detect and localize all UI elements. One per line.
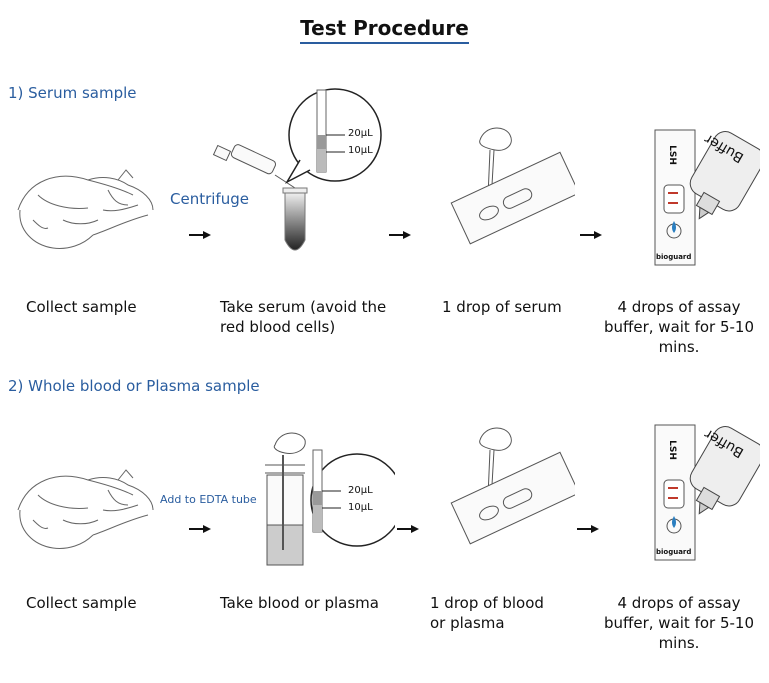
caption-drop-blood: 1 drop of blood or plasma bbox=[430, 594, 544, 632]
caption-drop-serum: 1 drop of serum bbox=[442, 298, 562, 316]
device-label-2: LSH bbox=[666, 440, 677, 460]
dog-collect-illustration bbox=[17, 469, 154, 549]
brand-label-2: bioguard bbox=[656, 548, 692, 556]
caption-collect-sample: Collect sample bbox=[26, 298, 137, 316]
centrifuge-tube-illustration bbox=[212, 88, 382, 251]
volume-20-label-2: 20μL bbox=[348, 485, 373, 496]
brand-label: bioguard bbox=[656, 253, 692, 261]
volume-10-label-2: 10μL bbox=[348, 502, 373, 513]
page-title: Test Procedure bbox=[0, 16, 769, 44]
arrow-icon bbox=[189, 231, 211, 239]
caption-assay-buffer-2: 4 drops of assay buffer, wait for 5-10 m… bbox=[604, 594, 755, 652]
caption-take-serum: Take serum (avoid the red blood cells) bbox=[220, 298, 387, 336]
edta-label: Add to EDTA tube bbox=[160, 493, 257, 506]
volume-20-label: 20μL bbox=[348, 128, 373, 139]
buffer-cassette-illustration bbox=[654, 424, 760, 561]
test-cassette-drop-illustration bbox=[450, 427, 575, 545]
section-heading-whole-blood: 2) Whole blood or Plasma sample bbox=[8, 377, 260, 395]
volume-10-label: 10μL bbox=[348, 145, 373, 156]
edta-tube-illustration bbox=[265, 432, 395, 566]
caption-assay-buffer: 4 drops of assay buffer, wait for 5-10 m… bbox=[604, 298, 755, 356]
test-cassette-drop-illustration bbox=[450, 127, 575, 245]
dog-collect-illustration bbox=[17, 169, 154, 249]
arrow-icon bbox=[577, 525, 599, 533]
section-heading-serum: 1) Serum sample bbox=[8, 84, 137, 102]
buffer-cassette-illustration bbox=[654, 129, 760, 266]
arrow-icon bbox=[189, 525, 211, 533]
device-label: LSH bbox=[666, 145, 677, 165]
arrow-icon bbox=[397, 525, 419, 533]
caption-take-blood: Take blood or plasma bbox=[220, 594, 379, 612]
centrifuge-label: Centrifuge bbox=[170, 190, 249, 208]
arrow-icon bbox=[389, 231, 411, 239]
caption-collect-sample-2: Collect sample bbox=[26, 594, 137, 612]
arrow-icon bbox=[580, 231, 602, 239]
